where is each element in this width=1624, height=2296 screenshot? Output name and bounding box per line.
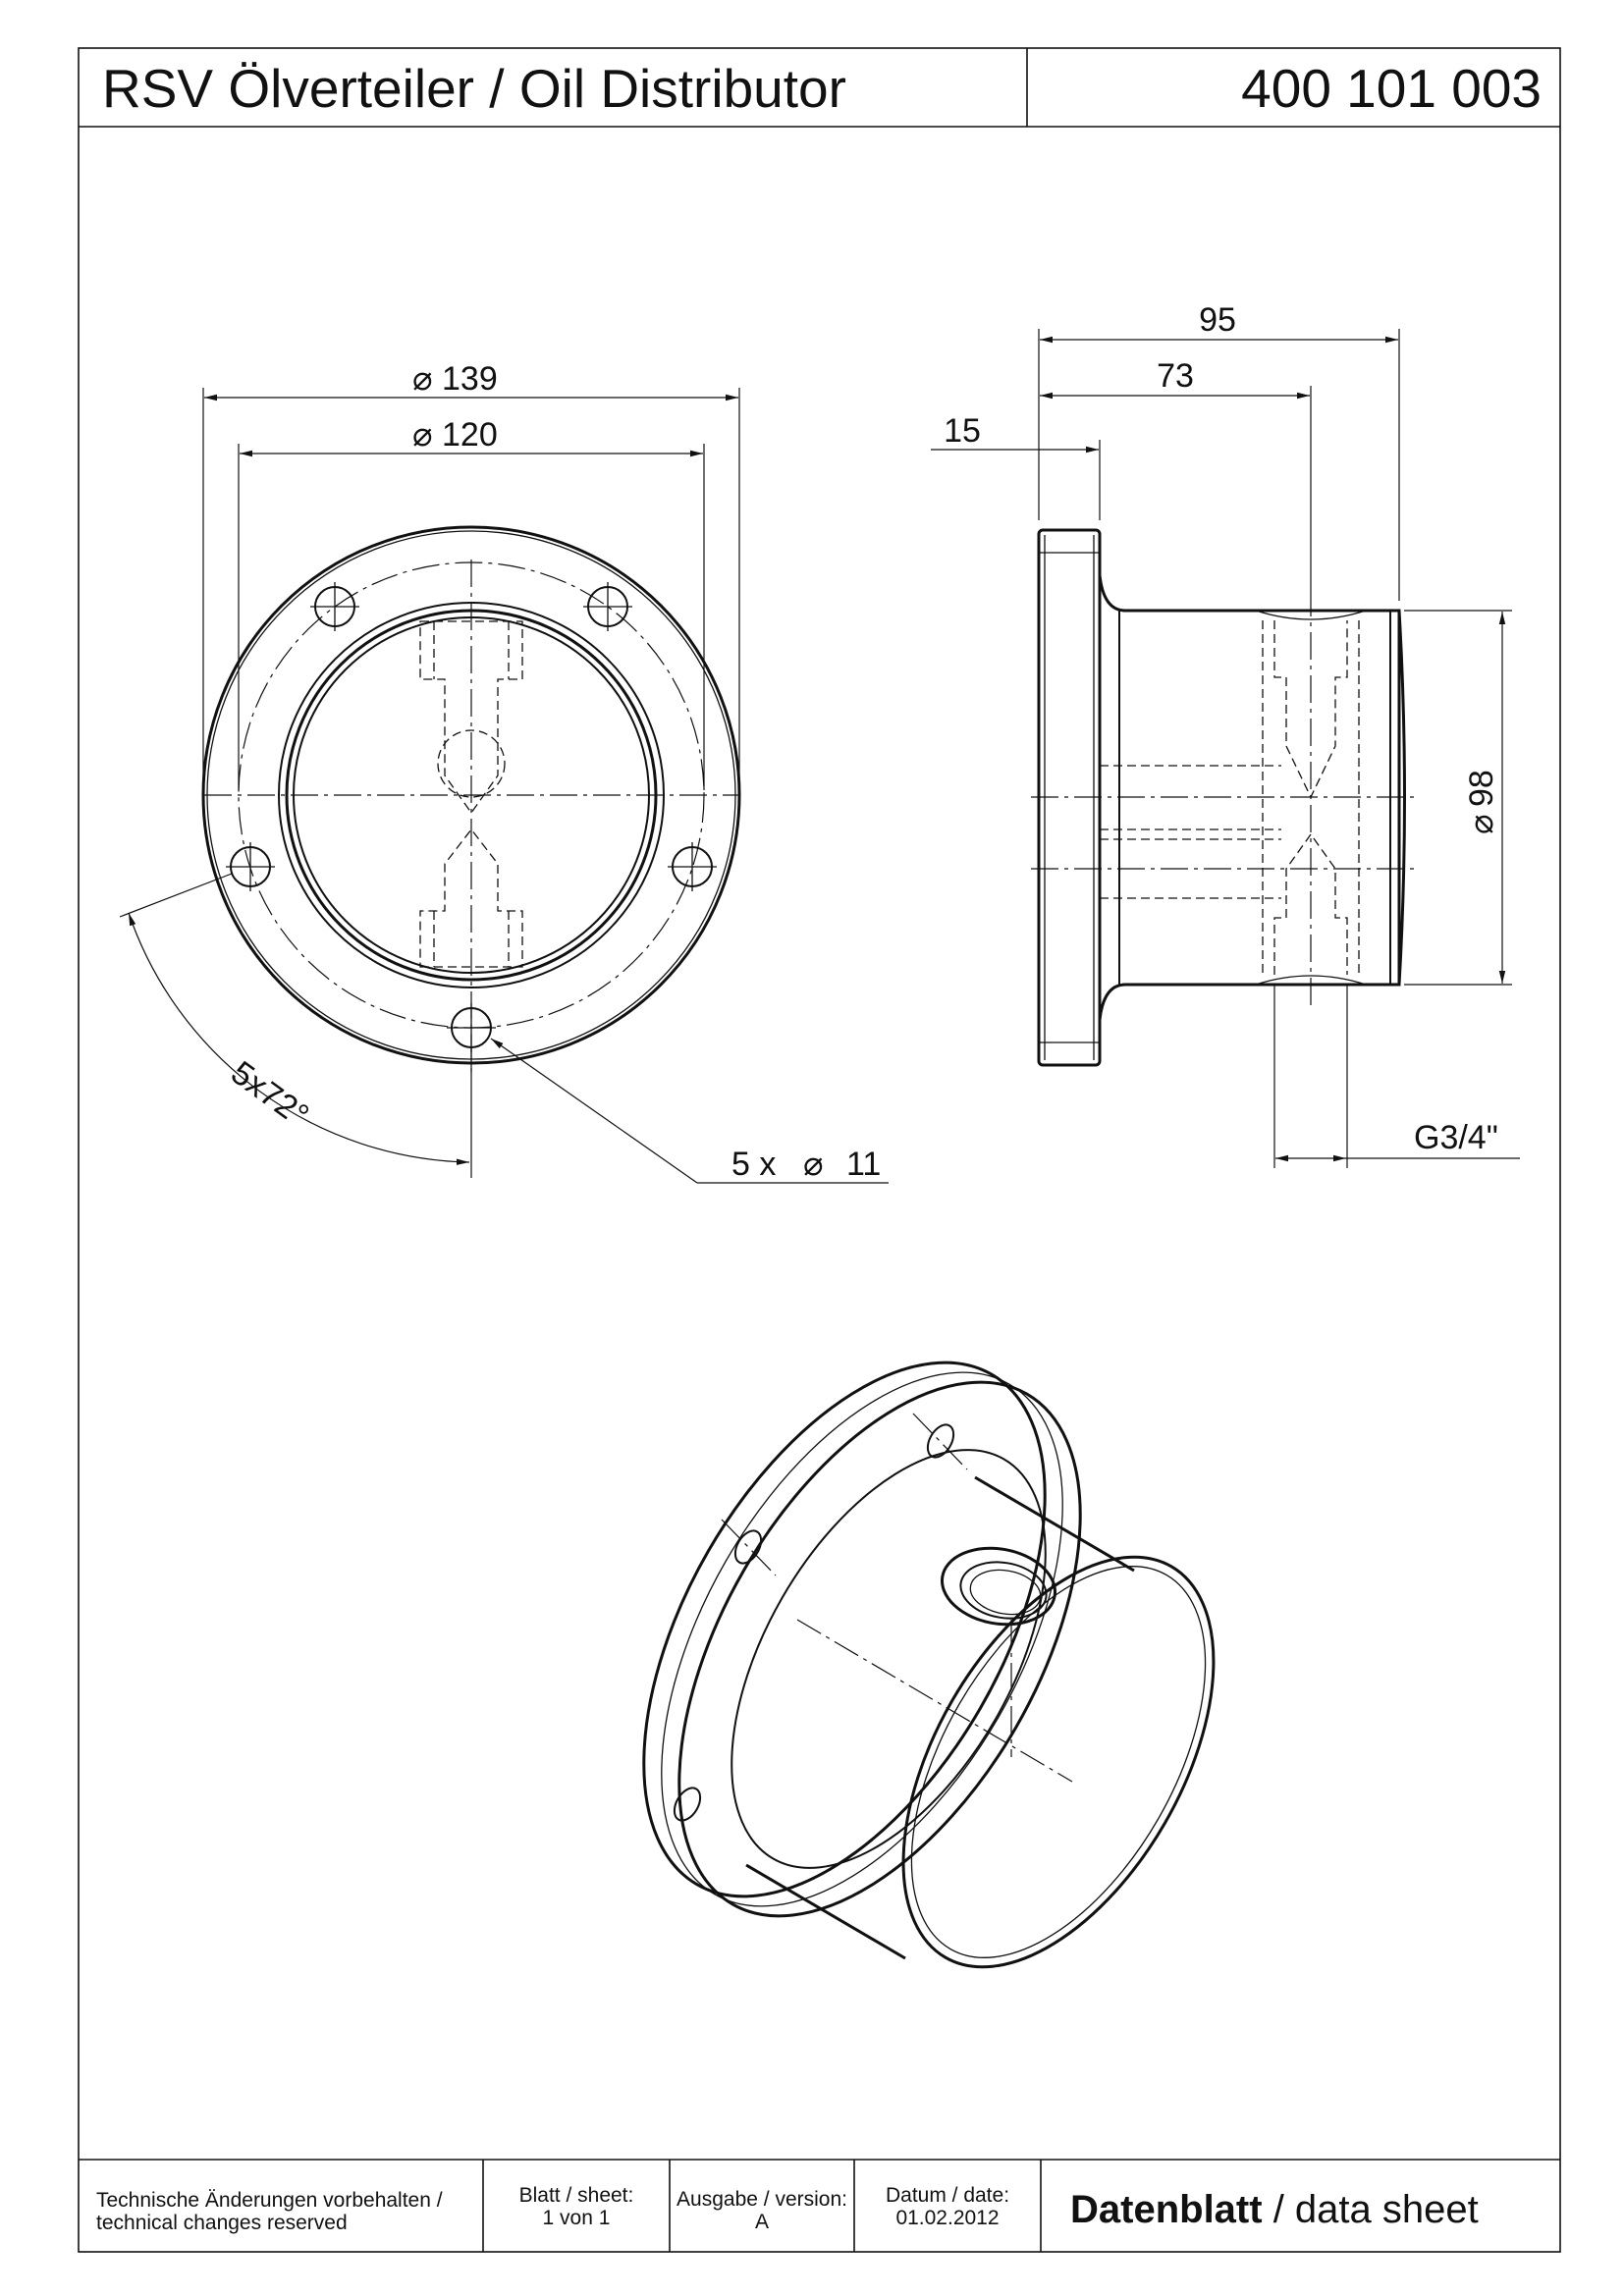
- document-type-bold: Datenblatt: [1070, 2188, 1263, 2231]
- dim-flange-thickness: 15: [944, 412, 981, 450]
- notice-de: Technische Änderungen vorbehalten /: [96, 2189, 443, 2212]
- dim-outer-diameter-symbol: ⌀: [412, 360, 432, 398]
- isometric-view: [642, 1361, 1216, 1969]
- date-value: 01.02.2012: [895, 2207, 999, 2229]
- dim-pitch-diameter: 120: [442, 416, 498, 454]
- drawing-title: RSV Ölverteiler / Oil Distributor: [102, 58, 846, 119]
- dim-angle: 5x72°: [224, 1054, 315, 1135]
- sheet-frame: [78, 47, 1561, 2253]
- dim-body-length: 73: [1157, 357, 1194, 395]
- dim-thread: G3/4": [1414, 1119, 1498, 1156]
- dim-holes: 5 x: [731, 1146, 776, 1183]
- date-label: Datum / date:: [886, 2184, 1009, 2207]
- bolt-holes: [226, 582, 717, 1052]
- version-label: Ausgabe / version:: [677, 2188, 847, 2211]
- side-view: 95 73 15 ⌀ 98 G3/4": [931, 301, 1520, 1168]
- dim-holes-symbol: ⌀: [803, 1146, 823, 1183]
- dim-total-length: 95: [1199, 301, 1236, 339]
- notice-en: technical changes reserved: [96, 2212, 348, 2234]
- document-type-rest: / data sheet: [1263, 2188, 1479, 2231]
- sheet-label: Blatt / sheet:: [519, 2184, 634, 2207]
- sheet-value: 1 von 1: [543, 2207, 611, 2229]
- dim-body-diameter: 98: [1463, 770, 1500, 807]
- dim-body-diameter-symbol: ⌀: [1463, 815, 1500, 834]
- version-value: A: [755, 2211, 769, 2233]
- part-number: 400 101 003: [1241, 58, 1542, 119]
- side-hidden-bores: [1100, 620, 1360, 975]
- hidden-bores: [419, 620, 523, 968]
- dim-holes-value: 11: [846, 1146, 881, 1183]
- dim-pitch-diameter-symbol: ⌀: [412, 416, 432, 454]
- front-view: ⌀ 139 ⌀ 120 5x72° 5 x ⌀ 11: [119, 360, 889, 1184]
- title-block: [79, 2159, 1560, 2252]
- document-type: Datenblatt / data sheet: [1070, 2188, 1479, 2231]
- dim-outer-diameter: 139: [442, 360, 498, 398]
